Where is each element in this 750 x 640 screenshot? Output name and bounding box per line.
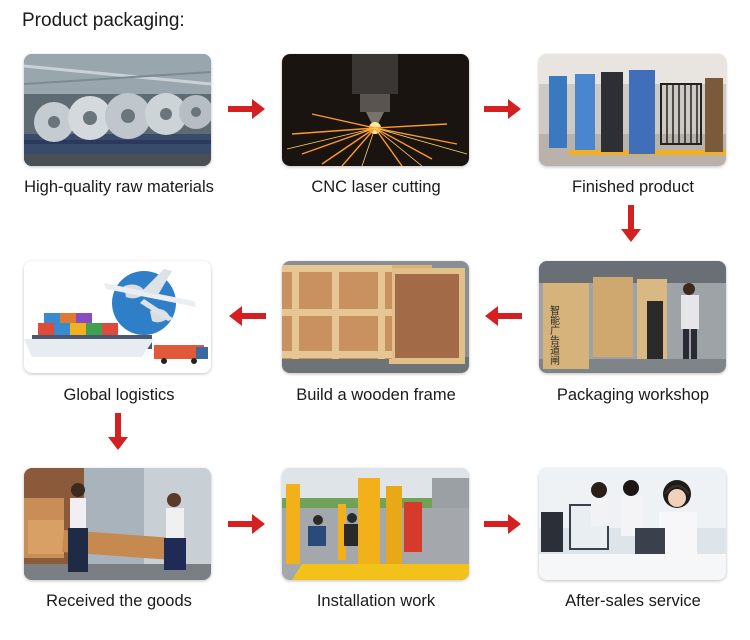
step-label-wooden-frame: Build a wooden frame — [296, 386, 456, 404]
step-label-packaging-workshop: Packaging workshop — [556, 386, 710, 404]
after-sales-image — [539, 468, 726, 580]
step-label-after-sales: After-sales service — [565, 592, 701, 610]
received-goods-image — [24, 468, 211, 580]
box-characters-text: 智能广告道闸 — [548, 304, 560, 366]
arrow-right-icon — [228, 514, 265, 534]
arrow-down-icon — [621, 205, 641, 242]
arrow-left-icon — [229, 306, 266, 326]
step-label-laser-cutting: CNC laser cutting — [311, 178, 441, 196]
arrow-right-icon — [484, 99, 521, 119]
arrow-right-icon — [228, 99, 265, 119]
step-label-global-logistics: Global logistics — [63, 386, 175, 404]
laser-cutting-image — [282, 54, 469, 166]
step-label-raw-materials: High-quality raw materials — [24, 178, 214, 196]
installation-work-image — [282, 468, 469, 580]
step-label-received-goods: Received the goods — [46, 592, 192, 610]
wooden-frame-image — [282, 261, 469, 373]
step-label-finished-product: Finished product — [572, 178, 694, 196]
packaging-workshop-image: 智能广告道闸 — [539, 261, 726, 373]
step-label-installation-work: Installation work — [316, 592, 436, 610]
raw-materials-image — [24, 54, 211, 166]
global-logistics-image — [24, 261, 211, 373]
arrow-right-icon — [484, 514, 521, 534]
page-title: Product packaging: — [22, 10, 185, 31]
arrow-down-icon — [108, 413, 128, 450]
finished-product-image — [539, 54, 726, 166]
arrow-left-icon — [485, 306, 522, 326]
